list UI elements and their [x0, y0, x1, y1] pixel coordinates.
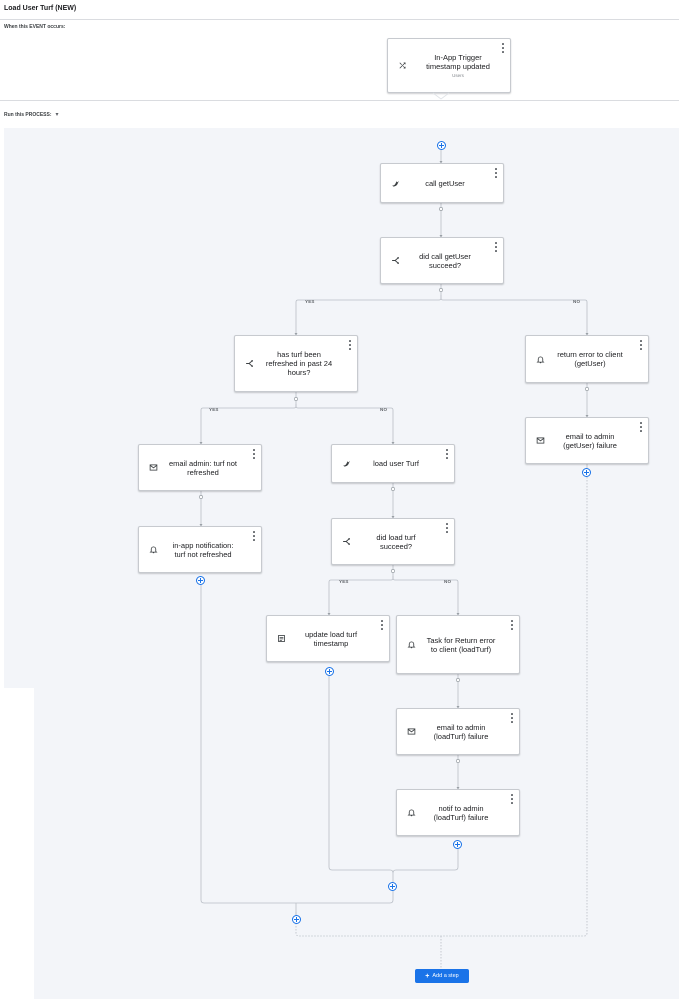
- branch-label-yes: YES: [209, 407, 219, 412]
- step-card-inapp-notif-turf[interactable]: in-app notification: turf not refreshed: [138, 526, 262, 573]
- step-label: has turf been refreshed in past 24 hours…: [265, 350, 333, 377]
- more-options-icon[interactable]: [445, 449, 449, 459]
- webhook-bird-icon: [341, 459, 351, 469]
- add-step-button[interactable]: + Add a step: [415, 969, 469, 983]
- step-label: return error to client (getUser): [557, 350, 623, 368]
- step-card-has-turf-refreshed[interactable]: has turf been refreshed in past 24 hours…: [234, 335, 358, 392]
- branch-label-no: NO: [573, 299, 581, 304]
- step-label: did call getUser succeed?: [419, 251, 471, 270]
- bell-icon: [406, 640, 416, 650]
- more-options-icon[interactable]: [494, 242, 498, 252]
- step-card-did-load-turf[interactable]: did load turf succeed?: [331, 518, 455, 565]
- step-card-task-return-error[interactable]: Task for Return error to client (loadTur…: [396, 615, 520, 674]
- workflow-title: Load User Turf (NEW): [4, 5, 77, 12]
- branch-label-no: NO: [444, 579, 452, 584]
- step-label: did load turf succeed?: [376, 532, 416, 551]
- mail-icon: [406, 727, 416, 737]
- bell-icon: [406, 808, 416, 818]
- step-label: call getUser: [425, 178, 465, 188]
- chevron-down-icon: ▾: [55, 112, 59, 118]
- mail-icon: [148, 463, 158, 473]
- more-options-icon[interactable]: [380, 620, 384, 630]
- title-bar: Load User Turf (NEW): [0, 0, 679, 20]
- more-options-icon[interactable]: [252, 531, 256, 541]
- more-options-icon[interactable]: [252, 449, 256, 459]
- branch-label-no: NO: [380, 407, 388, 412]
- step-card-email-admin-loadturf[interactable]: email to admin (loadTurf) failure: [396, 708, 520, 755]
- add-step-label: Add a step: [432, 973, 459, 979]
- trigger-card[interactable]: In-App Trigger timestamp updated Users: [387, 38, 511, 93]
- step-label: notif to admin (loadTurf) failure: [433, 803, 489, 822]
- more-options-icon[interactable]: [494, 168, 498, 178]
- plus-icon: +: [425, 972, 430, 980]
- step-label: update load turf timestamp: [304, 629, 358, 648]
- step-card-email-admin-getuser[interactable]: email to admin (getUser) failure: [525, 417, 649, 464]
- add-step-plus-icon[interactable]: [325, 667, 334, 676]
- process-section-label: Run this PROCESS:: [4, 112, 52, 118]
- process-selector[interactable]: Run this PROCESS: ▾: [4, 112, 59, 118]
- step-card-email-admin-turf[interactable]: email admin: turf not refreshed: [138, 444, 262, 491]
- more-options-icon[interactable]: [510, 713, 514, 723]
- more-options-icon[interactable]: [501, 43, 505, 53]
- step-card-notif-admin-loadturf[interactable]: notif to admin (loadTurf) failure: [396, 789, 520, 836]
- section-divider: [0, 100, 679, 101]
- more-options-icon[interactable]: [510, 794, 514, 804]
- step-label: email to admin (getUser) failure: [563, 431, 617, 450]
- step-label: email admin: turf not refreshed: [169, 458, 237, 477]
- step-label: in-app notification: turf not refreshed: [172, 540, 234, 559]
- step-card-load-user-turf[interactable]: load user Turf: [331, 444, 455, 483]
- add-step-plus-icon[interactable]: [453, 840, 462, 849]
- step-card-did-call-getuser[interactable]: did call getUser succeed?: [380, 237, 504, 284]
- branch-icon: [341, 537, 351, 547]
- step-label: load user Turf: [373, 459, 419, 468]
- more-options-icon[interactable]: [639, 422, 643, 432]
- webhook-bird-icon: [390, 178, 400, 188]
- shuffle-icon: [397, 61, 407, 71]
- add-step-plus-icon[interactable]: [196, 576, 205, 585]
- step-card-return-error-getuser[interactable]: return error to client (getUser): [525, 335, 649, 383]
- canvas-margin: [0, 688, 34, 999]
- mail-icon: [535, 436, 545, 446]
- bell-icon: [535, 354, 545, 364]
- branch-label-yes: YES: [339, 579, 349, 584]
- branch-label-yes: YES: [305, 299, 315, 304]
- trigger-table: Users: [452, 73, 464, 78]
- trigger-subtitle: timestamp updated: [426, 62, 490, 71]
- table-icon: [276, 634, 286, 644]
- bell-icon: [148, 545, 158, 555]
- add-step-plus-icon[interactable]: [582, 468, 591, 477]
- step-card-update-load-turf[interactable]: update load turf timestamp: [266, 615, 390, 662]
- step-label: Task for Return error to client (loadTur…: [426, 635, 496, 654]
- trigger-title: In-App Trigger: [434, 53, 482, 62]
- add-step-plus-icon[interactable]: [437, 141, 446, 150]
- branch-icon: [390, 256, 400, 266]
- step-card-call-getuser[interactable]: call getUser: [380, 163, 504, 203]
- more-options-icon[interactable]: [639, 340, 643, 350]
- more-options-icon[interactable]: [348, 340, 352, 350]
- more-options-icon[interactable]: [445, 523, 449, 533]
- add-step-plus-icon[interactable]: [292, 915, 301, 924]
- more-options-icon[interactable]: [510, 620, 514, 630]
- event-section-label: When this EVENT occurs:: [4, 24, 66, 30]
- branch-icon: [244, 359, 254, 369]
- add-step-plus-icon[interactable]: [388, 882, 397, 891]
- step-label: email to admin (loadTurf) failure: [433, 722, 489, 741]
